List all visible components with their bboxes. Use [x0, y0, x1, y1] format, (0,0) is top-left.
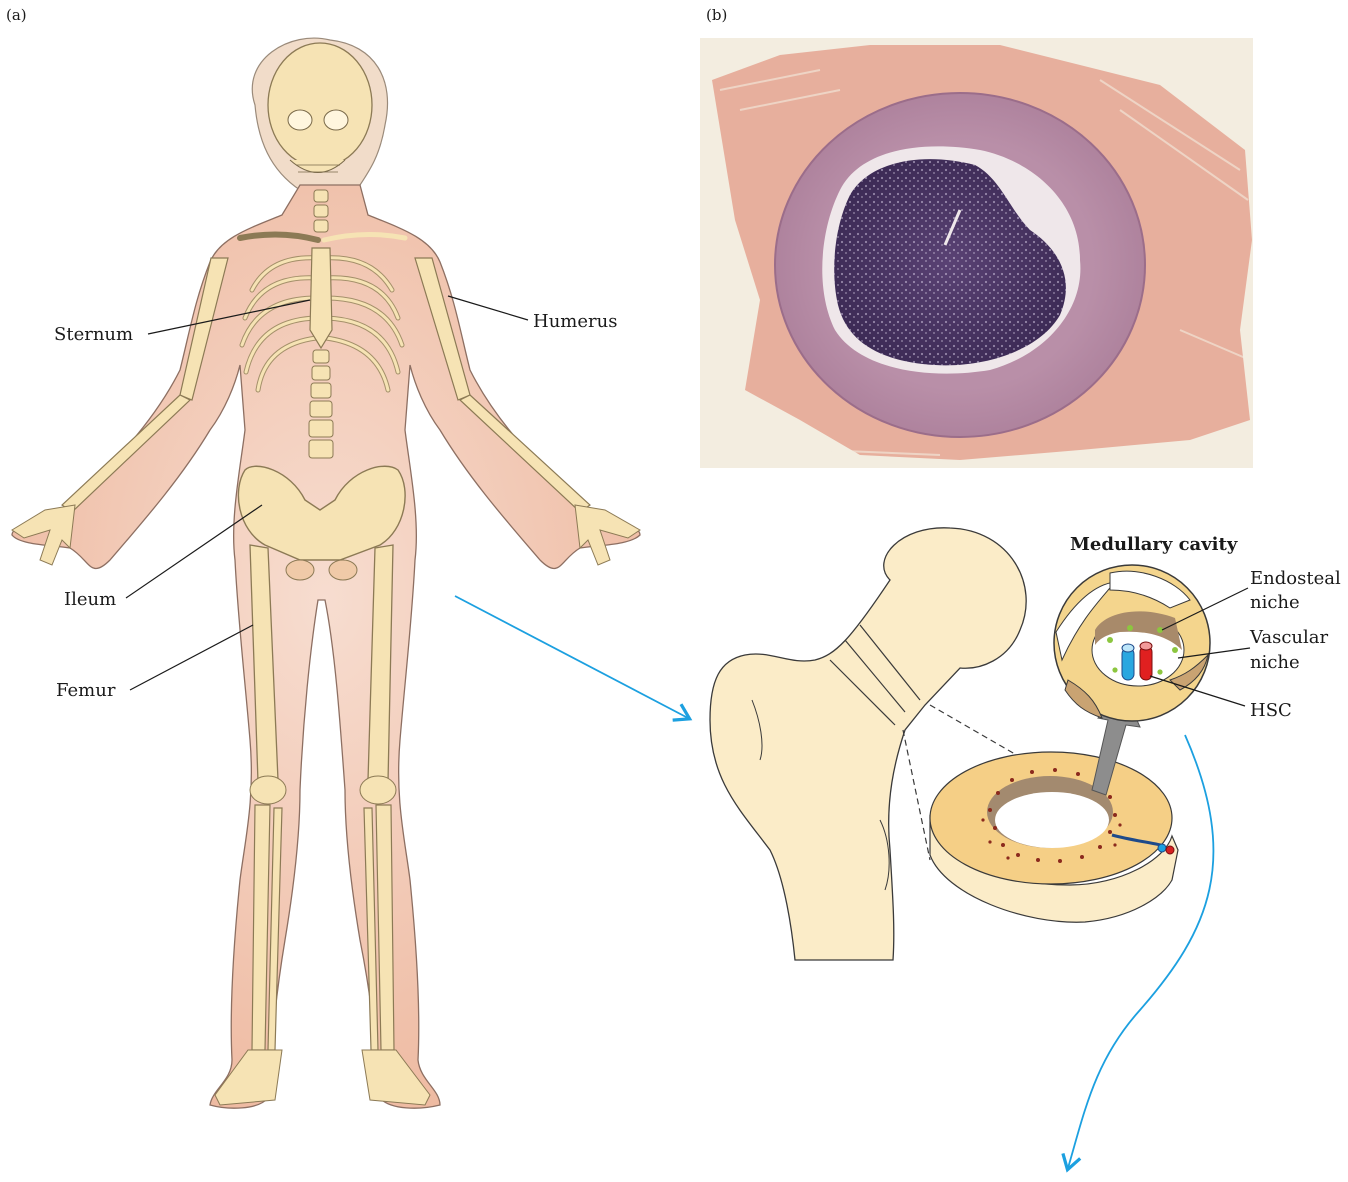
- femur-pointer-arrow: [455, 596, 688, 718]
- femur-diagram: [710, 528, 1210, 960]
- humerus-label: Humerus: [533, 311, 617, 332]
- panel-label-b: (b): [706, 6, 727, 24]
- panel-label-a: (a): [6, 6, 27, 24]
- medullary-cavity-label: Medullary cavity: [1070, 534, 1238, 555]
- bone-marrow-micrograph: [700, 38, 1253, 468]
- vascular-niche-label-line1: Vascular: [1249, 627, 1328, 648]
- hsc-label: HSC: [1250, 700, 1292, 721]
- femur-label: Femur: [56, 680, 116, 701]
- endosteal-niche-label-line1: Endosteal: [1250, 568, 1341, 589]
- ileum-label: Ileum: [64, 589, 116, 610]
- endosteal-niche-label-line2: niche: [1250, 592, 1300, 613]
- vascular-niche-label-line2: niche: [1250, 652, 1300, 673]
- body-illustration: [12, 38, 640, 1108]
- sternum-label: Sternum: [54, 324, 133, 345]
